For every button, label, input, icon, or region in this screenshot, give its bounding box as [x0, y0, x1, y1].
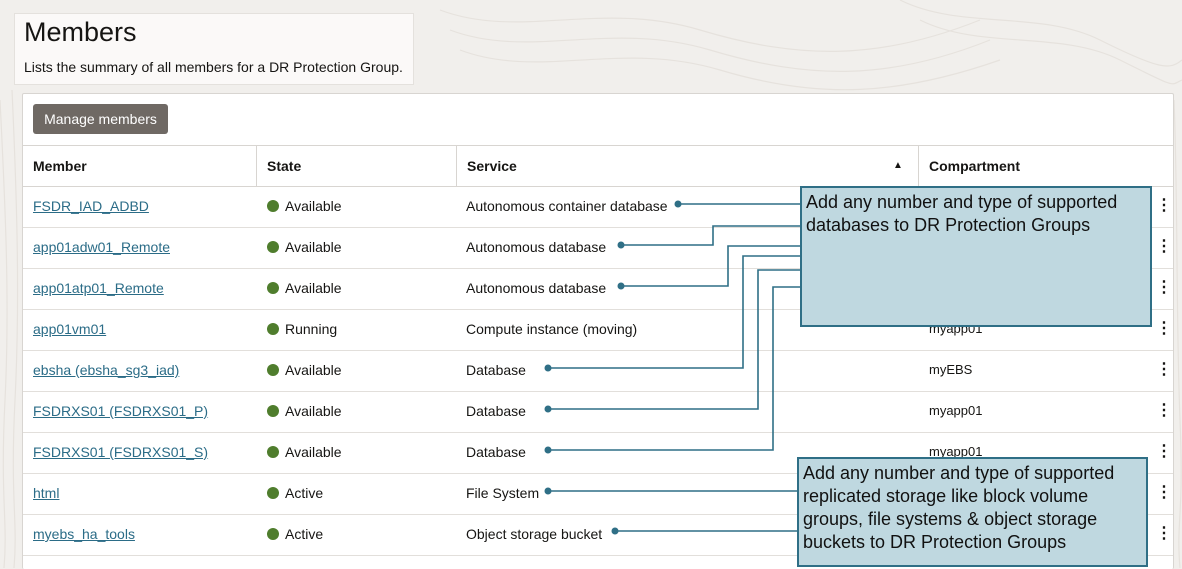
service-text: Autonomous container database: [466, 198, 668, 214]
service-text: File System: [466, 485, 540, 501]
state-text: Running: [285, 321, 338, 337]
row-actions-icon[interactable]: ⋮: [1156, 197, 1172, 214]
state-text: Available: [285, 403, 342, 419]
table-row: ebsha (ebsha_sg3_iad) Available Database…: [23, 350, 1173, 392]
member-link[interactable]: myebs_ha_tools: [33, 526, 135, 542]
status-dot-icon: [267, 282, 279, 294]
status-dot-icon: [267, 446, 279, 458]
row-actions-icon[interactable]: ⋮: [1156, 238, 1172, 255]
manage-members-button[interactable]: Manage members: [33, 104, 168, 134]
column-header-state[interactable]: State: [256, 146, 456, 186]
service-text: Autonomous database: [466, 239, 607, 255]
column-header-service[interactable]: Service: [456, 146, 918, 186]
databases-callout: Add any number and type of supported dat…: [800, 186, 1152, 327]
page-header: Members Lists the summary of all members…: [14, 13, 414, 85]
page-subtitle: Lists the summary of all members for a D…: [24, 59, 403, 75]
compartment-text: myapp01: [929, 444, 983, 459]
row-actions-icon[interactable]: ⋮: [1156, 361, 1172, 378]
member-link[interactable]: app01atp01_Remote: [33, 280, 164, 296]
compartment-text: myEBS: [929, 362, 973, 377]
member-link[interactable]: FSDRXS01 (FSDRXS01_P): [33, 403, 209, 419]
compartment-text: myapp01: [929, 403, 983, 418]
row-actions-icon[interactable]: ⋮: [1156, 443, 1172, 460]
member-link[interactable]: FSDR_IAD_ADBD: [33, 198, 149, 214]
member-link[interactable]: app01adw01_Remote: [33, 239, 170, 255]
member-link[interactable]: app01vm01: [33, 321, 107, 337]
service-text: Autonomous database: [466, 280, 607, 296]
sort-ascending-icon[interactable]: ▲: [893, 160, 903, 171]
state-text: Available: [285, 198, 342, 214]
service-text: Database: [466, 362, 526, 378]
state-text: Available: [285, 444, 342, 460]
state-text: Available: [285, 362, 342, 378]
status-dot-icon: [267, 487, 279, 499]
column-header-compartment[interactable]: Compartment: [918, 146, 1173, 186]
table-row: myebs_ha_tools Active Object storage buc…: [23, 514, 1173, 556]
column-header-member[interactable]: Member: [33, 158, 87, 174]
table-row: html Active File System ⋮: [23, 473, 1173, 515]
service-text: Object storage bucket: [466, 526, 603, 542]
table-row: app01adw01_Remote Available Autonomous d…: [23, 227, 1173, 269]
member-link[interactable]: ebsha (ebsha_sg3_iad): [33, 362, 180, 378]
state-text: Available: [285, 280, 342, 296]
status-dot-icon: [267, 323, 279, 335]
status-dot-icon: [267, 241, 279, 253]
state-text: Active: [285, 526, 324, 542]
row-actions-icon[interactable]: ⋮: [1156, 279, 1172, 296]
row-actions-icon[interactable]: ⋮: [1156, 484, 1172, 501]
row-actions-icon[interactable]: ⋮: [1156, 402, 1172, 419]
page-title: Members: [24, 17, 137, 47]
member-link[interactable]: FSDRXS01 (FSDRXS01_S): [33, 444, 209, 460]
service-text: Database: [466, 403, 526, 419]
member-link[interactable]: html: [33, 485, 60, 501]
service-text: Compute instance (moving): [466, 321, 638, 337]
state-text: Available: [285, 239, 342, 255]
table-row: FSDR_IAD_ADBD Available Autonomous conta…: [23, 186, 1173, 228]
row-actions-icon[interactable]: ⋮: [1156, 525, 1172, 542]
table-row: FSDRXS01 (FSDRXS01_P) Available Database…: [23, 391, 1173, 433]
table-header: Member State Service ▲ Compartment: [23, 145, 1173, 187]
service-text: Database: [466, 444, 526, 460]
row-actions-icon[interactable]: ⋮: [1156, 320, 1172, 337]
table-row: FSDRXS01 (FSDRXS01_S) Available Database…: [23, 432, 1173, 474]
status-dot-icon: [267, 405, 279, 417]
status-dot-icon: [267, 200, 279, 212]
storage-callout: Add any number and type of supported rep…: [797, 457, 1148, 567]
status-dot-icon: [267, 364, 279, 376]
status-dot-icon: [267, 528, 279, 540]
state-text: Active: [285, 485, 324, 501]
